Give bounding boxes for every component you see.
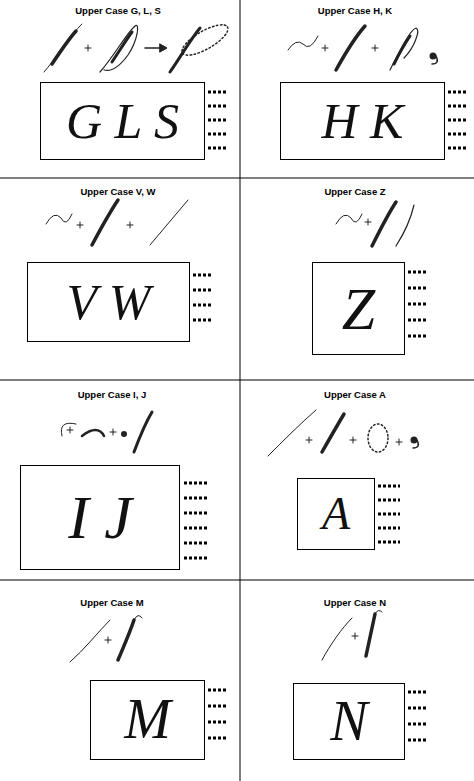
stroke-sequence [61,412,152,452]
calligraphic-letters: I J [68,483,132,551]
panel-title: Upper Case N [324,597,386,608]
panel-title: Upper Case H, K [318,5,392,16]
stroke-sequence [70,615,142,662]
letter-box: N [293,683,405,760]
letter-box: I J [20,465,180,570]
stroke-sequence [46,200,188,245]
stroke-sequence [288,26,437,70]
letter-box: Z [312,262,405,355]
panel-title: Upper Case I, J [78,389,147,400]
calligraphic-letters: V W [67,275,151,330]
calligraphic-letters: H K [322,94,404,149]
calligraphic-letters: N [330,691,367,753]
panel-title: Upper Case Z [324,186,385,197]
calligraphic-letters: M [124,689,171,751]
panel-title: Upper Case A [324,389,386,400]
letter-box: M [90,680,205,760]
panel-title: Upper Case M [80,597,143,608]
calligraphic-letters: G L S [66,94,179,149]
letter-box: H K [280,82,445,160]
stroke-sequence [336,202,414,246]
calligraphic-letters: A [322,489,350,540]
calligraphic-letters: Z [342,276,375,342]
letter-box: G L S [40,82,205,160]
stroke-sequence [322,610,382,660]
nib-width-markers [184,92,468,740]
letter-box: A [297,478,375,550]
letter-box: V W [27,262,190,342]
stroke-sequence [44,19,232,72]
panel-title: Upper Case G, L, S [75,5,161,16]
panel-title: Upper Case V, W [80,186,155,197]
stroke-sequence [268,410,418,456]
